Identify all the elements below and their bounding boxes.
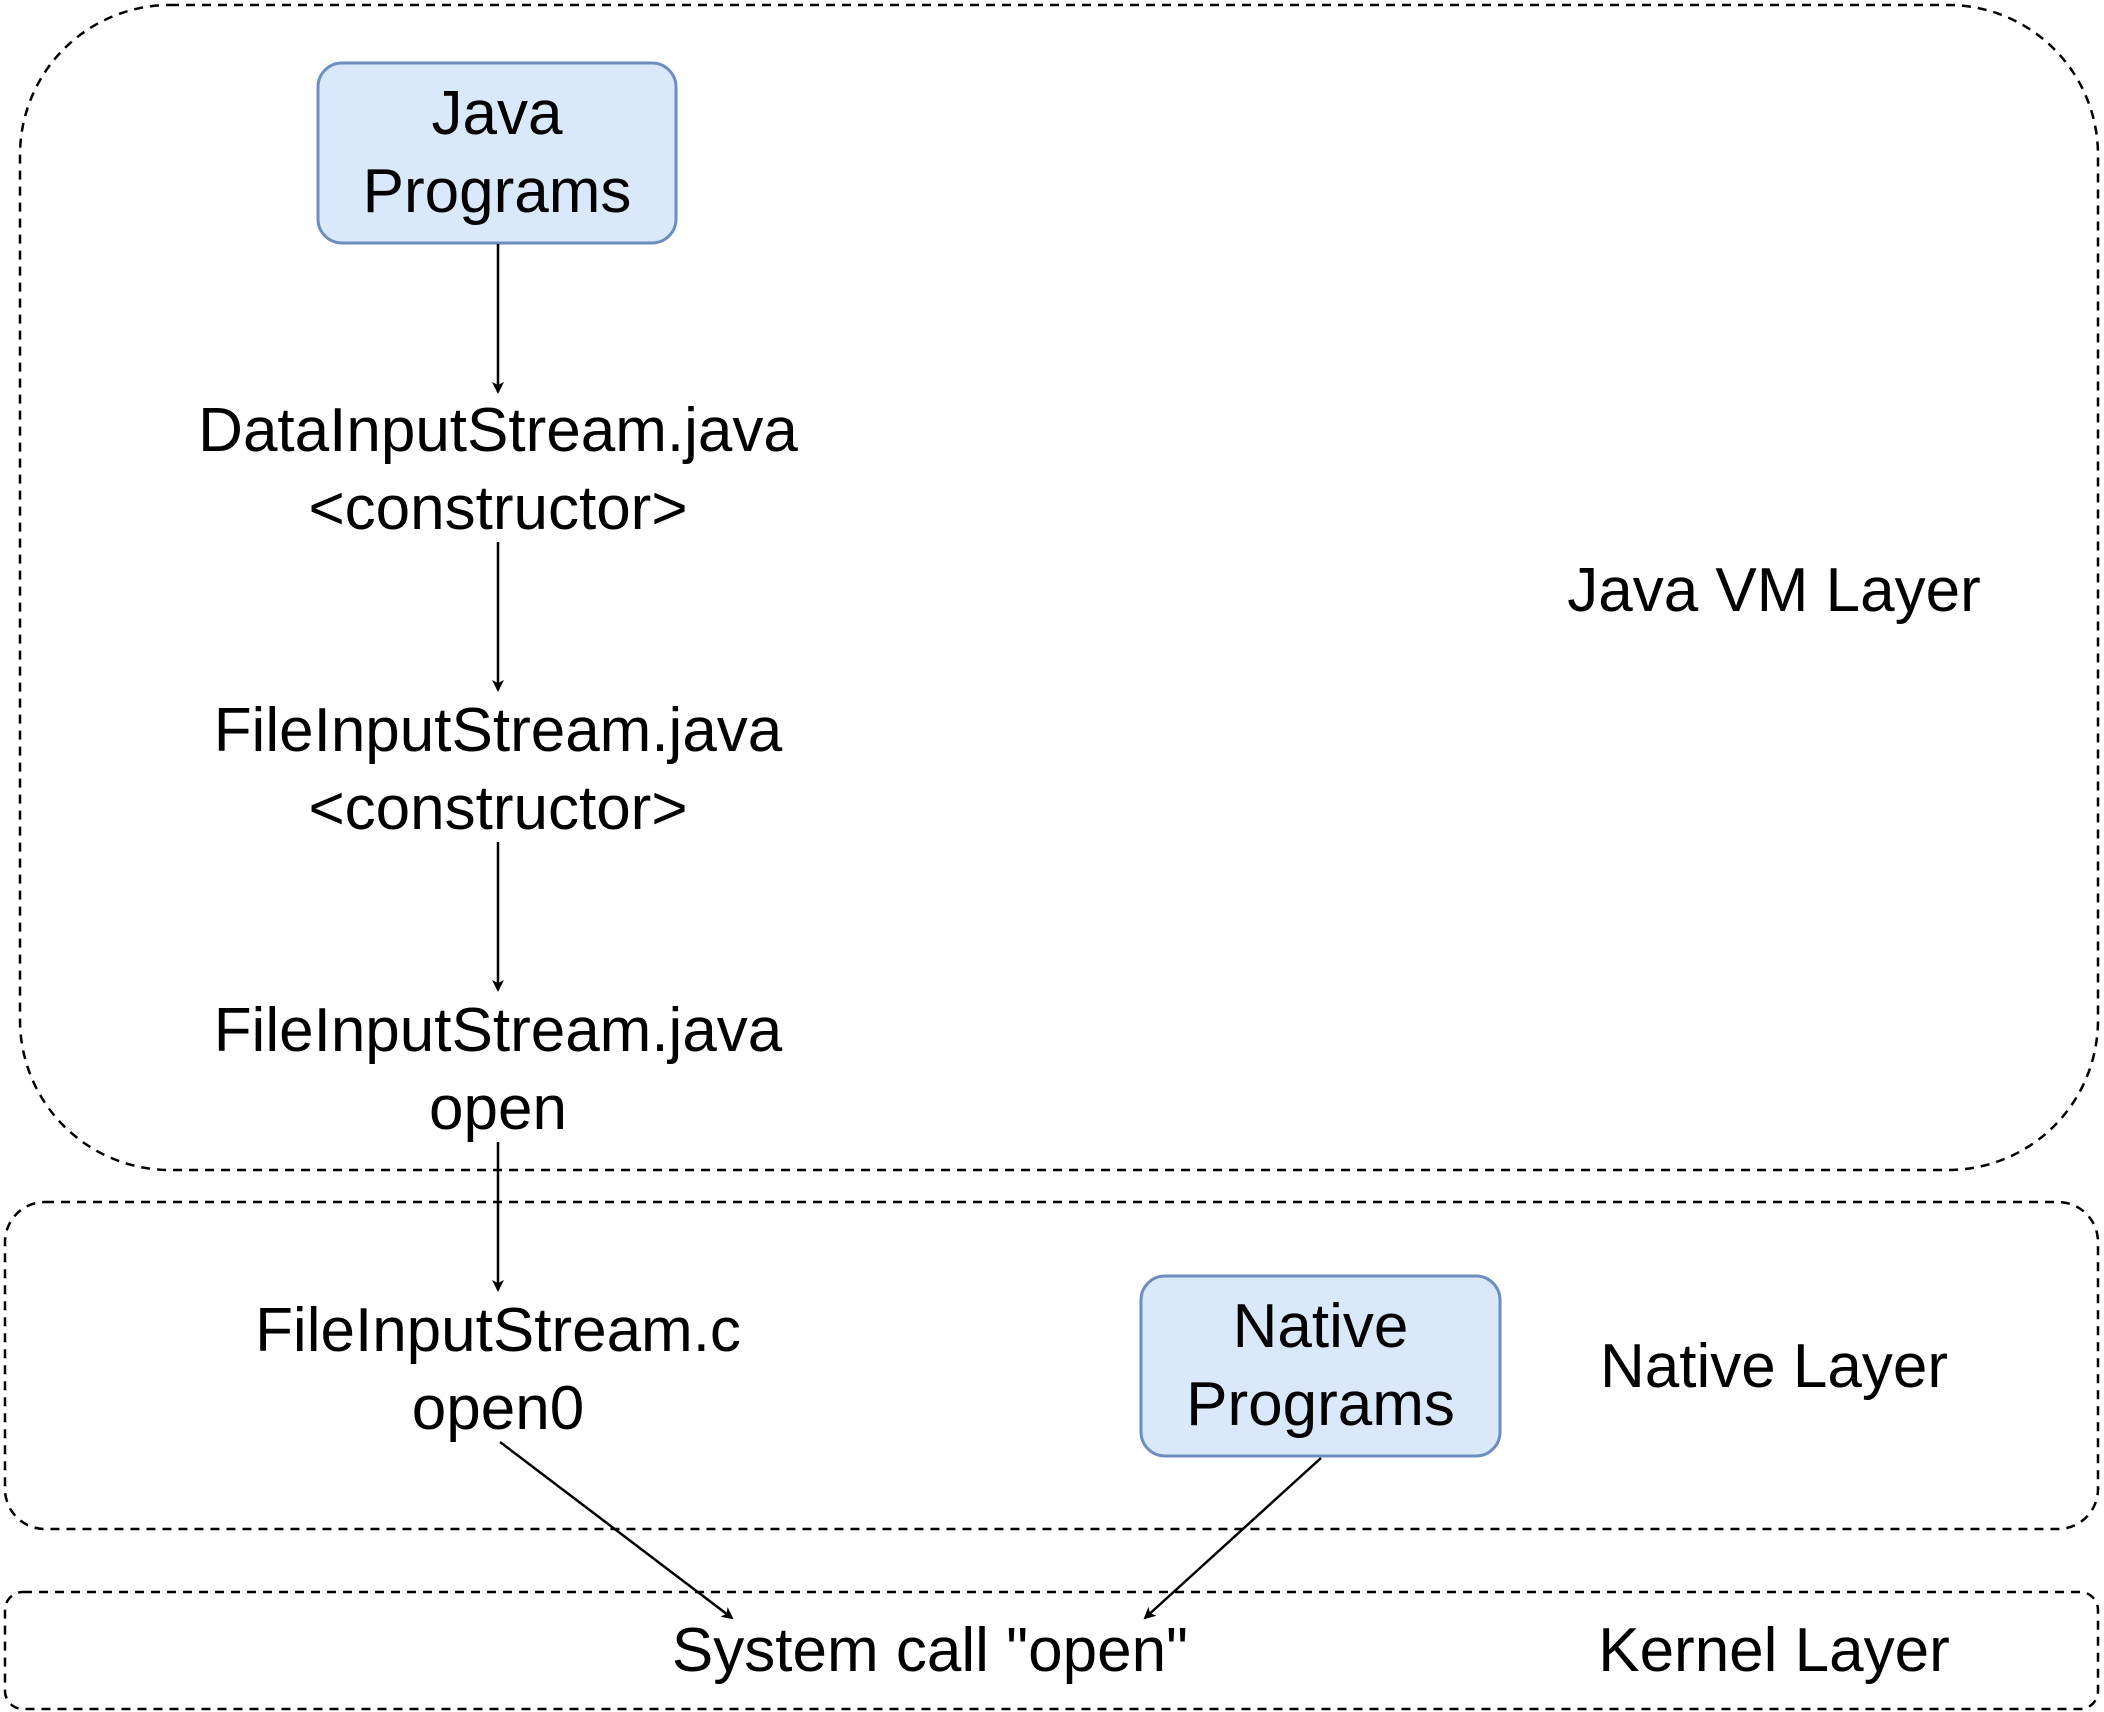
java-programs-box (316, 61, 678, 245)
system-call-label: System call "open" (671, 1616, 1189, 1685)
native-layer-container (3, 1200, 2100, 1531)
native-programs-line-1: Native (1232, 1292, 1409, 1361)
fileinputstream-c-line-2: open0 (411, 1374, 585, 1443)
fileinputstream-c-node: FileInputStream.c open0 (98, 1292, 898, 1448)
fileinputstream-ctor-line-1: FileInputStream.java (213, 696, 783, 765)
java-vm-layer-container (18, 3, 2100, 1172)
java-programs-line-1: Java (431, 79, 563, 148)
java-programs-node: Java Programs (318, 63, 676, 243)
datainputstream-line-2: <constructor> (308, 474, 688, 543)
native-layer-label: Native Layer (1599, 1332, 1949, 1401)
fileinputstream-open-node: FileInputStream.java open (98, 992, 898, 1148)
system-call-node: System call "open" (530, 1612, 1330, 1690)
fileinputstream-open-line-2: open (429, 1074, 567, 1143)
datainputstream-node: DataInputStream.java <constructor> (98, 392, 898, 548)
native-programs-node: Native Programs (1141, 1276, 1500, 1456)
fileinputstream-ctor-line-2: <constructor> (308, 774, 688, 843)
kernel-layer-container (3, 1590, 2100, 1711)
kernel-layer-label: Kernel Layer (1598, 1616, 1950, 1685)
datainputstream-line-1: DataInputStream.java (198, 396, 798, 465)
arrow-fileinputstream-c-to-system-call (499, 1441, 734, 1620)
fileinputstream-ctor-node: FileInputStream.java <constructor> (98, 692, 898, 848)
java-vm-layer-label: Java VM Layer (1567, 556, 1981, 625)
java-programs-line-2: Programs (362, 157, 632, 226)
fileinputstream-open-line-1: FileInputStream.java (213, 996, 783, 1065)
arrow-native-programs-to-system-call (1143, 1457, 1322, 1620)
native-programs-box (1139, 1274, 1502, 1458)
native-programs-line-2: Programs (1186, 1370, 1455, 1439)
fileinputstream-c-line-1: FileInputStream.c (255, 1296, 741, 1365)
